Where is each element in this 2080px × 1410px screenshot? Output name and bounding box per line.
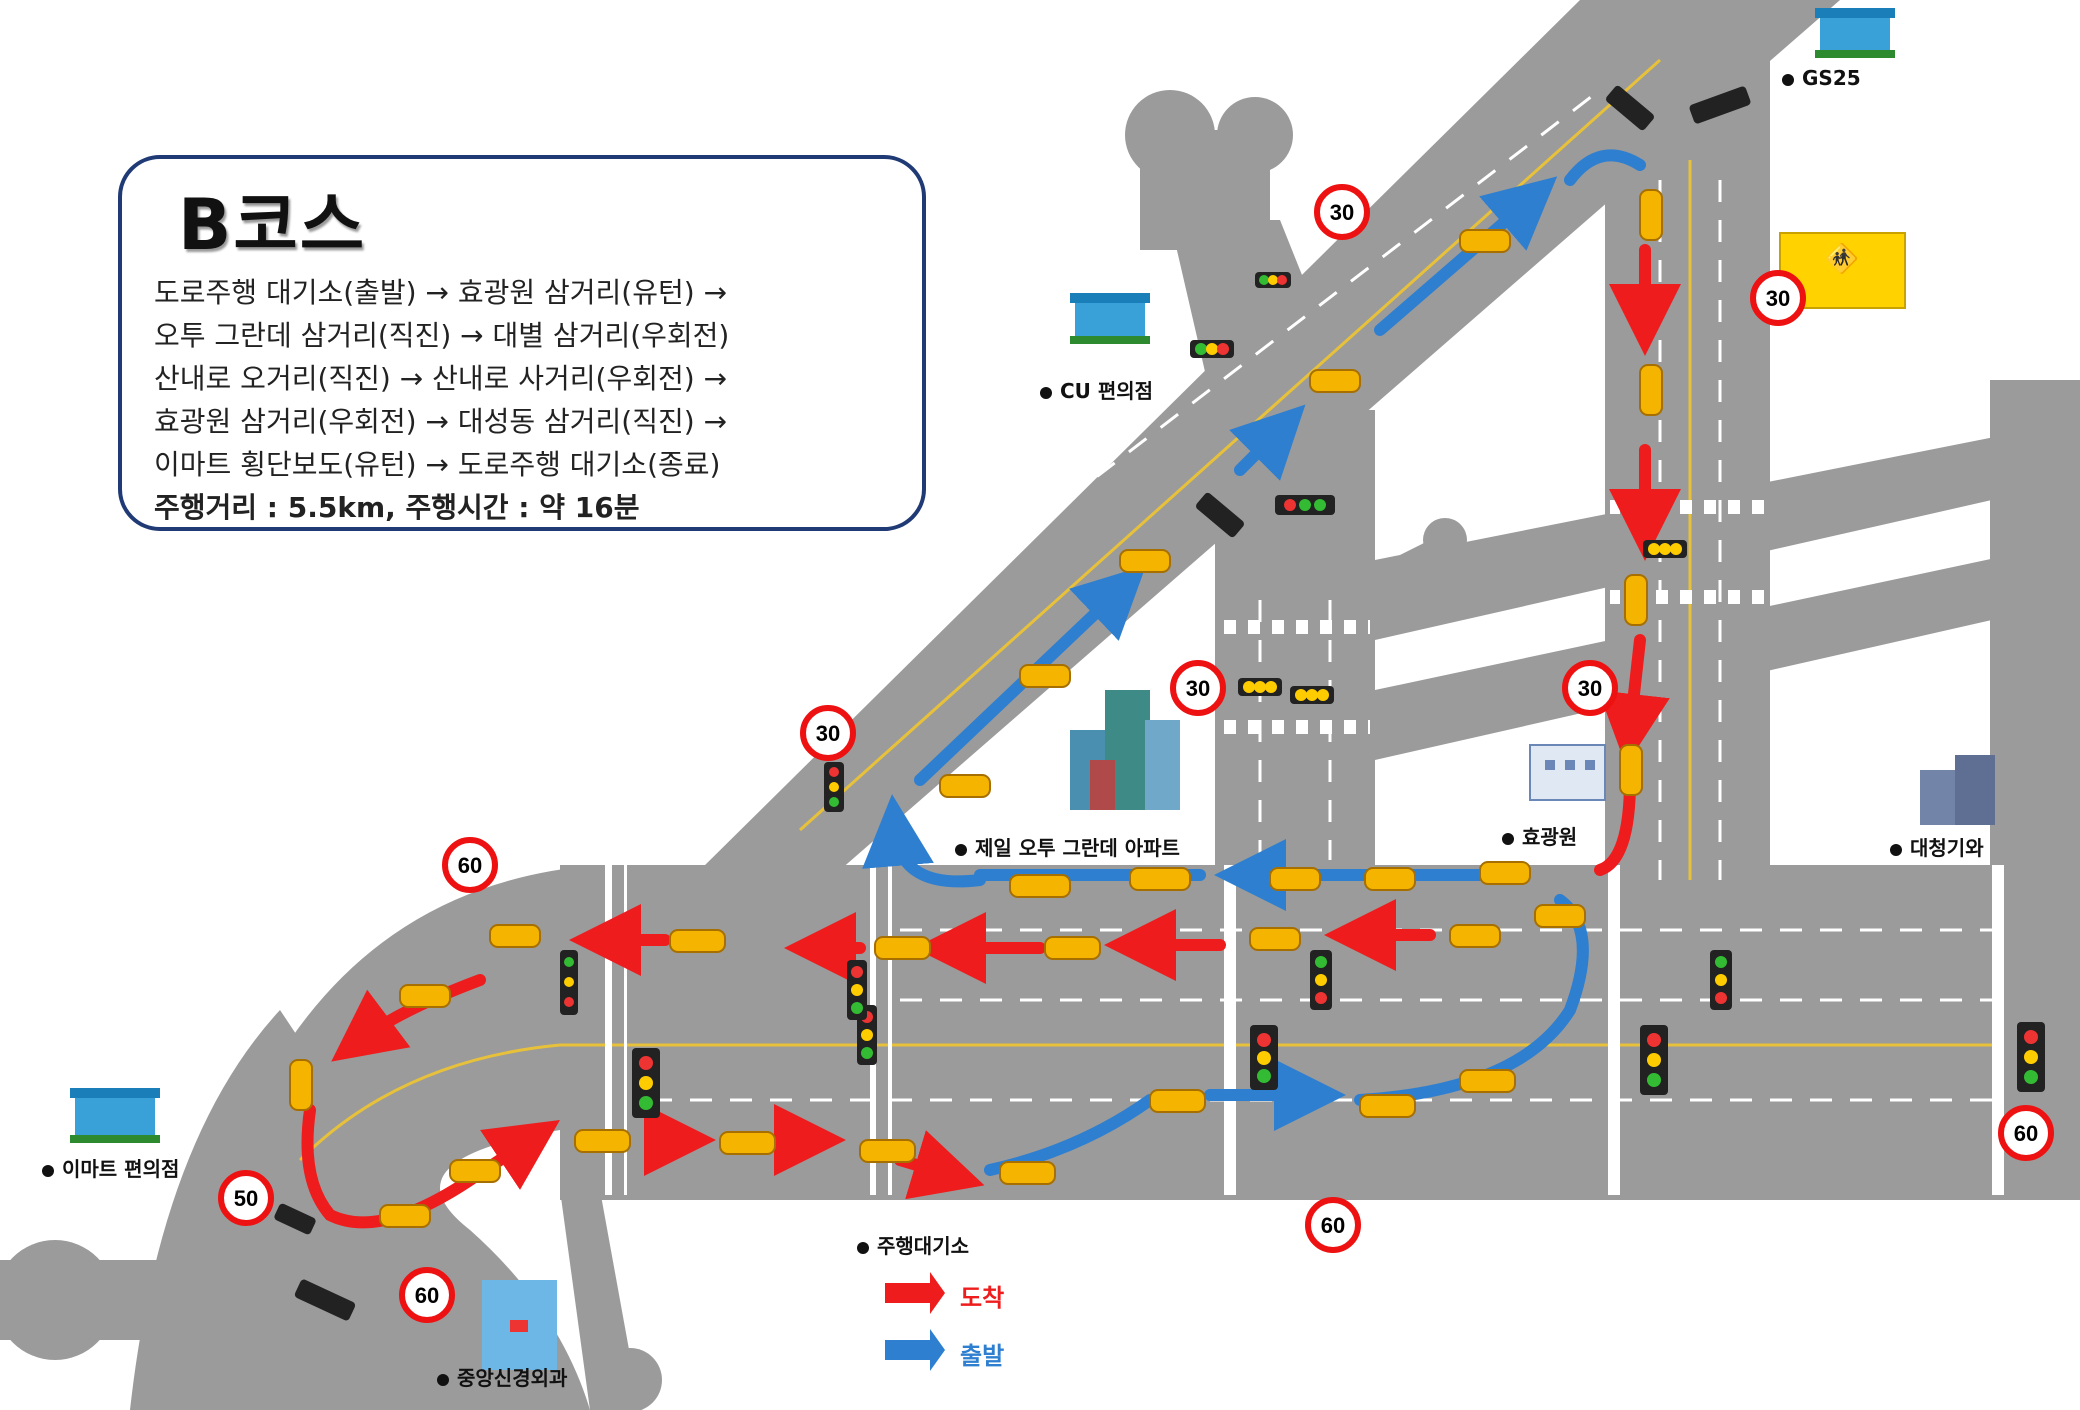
departure-route — [862, 149, 1646, 1176]
traffic-light-icon — [274, 1203, 316, 1235]
speed-limit-sign: 30 — [1314, 184, 1370, 240]
svg-text:30: 30 — [1766, 286, 1790, 311]
arrival-route — [301, 244, 1681, 1229]
bullet-icon — [857, 1241, 869, 1254]
traffic-light-icon — [1606, 85, 1654, 131]
speed-limit-sign: 50 — [218, 1170, 274, 1226]
route-step: 이마트 횡단보도(유턴) → 도로주행 대기소(종료) — [154, 448, 721, 481]
bullet-icon — [437, 1373, 449, 1386]
place-label-cu: CU 편의점 — [1040, 375, 1153, 404]
speed-limit-sign: 60 — [1998, 1105, 2054, 1161]
traffic-light-icon — [1310, 950, 1332, 1010]
speed-limit-sign: 60 — [1305, 1197, 1361, 1253]
route-step: 산내로 오거리(직진) → 산내로 사거리(우회전) → — [154, 362, 728, 395]
place-label-hyogwangwon: 효광원 — [1502, 821, 1577, 850]
course-description-box: B코스 도로주행 대기소(출발) → 효광원 삼거리(유턴) → 오투 그란데 … — [118, 155, 926, 531]
skyscraper-icon — [1070, 690, 1180, 810]
svg-text:30: 30 — [816, 721, 840, 746]
svg-text:🚸: 🚸 — [1825, 242, 1860, 275]
bullet-icon — [955, 843, 967, 856]
svg-text:30: 30 — [1578, 676, 1602, 701]
speed-limit-sign: 30 — [1562, 660, 1618, 716]
road-horizontal-bottom — [560, 865, 2080, 1200]
road-right-upper — [1375, 420, 2080, 640]
svg-text:60: 60 — [415, 1283, 439, 1308]
route-step: 효광원 삼거리(우회전) → 대성동 삼거리(직진) → — [154, 405, 728, 438]
arrival-arrow-icon — [885, 1272, 945, 1314]
traffic-light-icon — [1190, 340, 1234, 358]
svg-text:60: 60 — [2014, 1121, 2038, 1146]
route-summary: 주행거리 : 5.5km, 주행시간 : 약 16분 — [154, 491, 640, 524]
store-icon — [1815, 8, 1895, 58]
building-icons: 🚸 — [70, 8, 1995, 1370]
bullet-icon — [1890, 843, 1902, 856]
svg-text:50: 50 — [234, 1186, 258, 1211]
road-top-stub — [1170, 220, 1360, 480]
place-label-emart: 이마트 편의점 — [42, 1153, 179, 1182]
route-list: 도로주행 대기소(출발) → 효광원 삼거리(유턴) → 오투 그란데 삼거리(… — [154, 271, 729, 529]
traffic-light-icon — [1250, 1025, 1278, 1090]
traffic-light-icon — [847, 960, 867, 1020]
speed-limit-signs: 30 30 30 30 30 60 50 60 60 60 — [218, 184, 2054, 1323]
traffic-light-icon — [1643, 540, 1687, 558]
factory-building-icon — [1920, 755, 1995, 825]
place-label-apartment: 제일 오투 그란데 아파트 — [955, 832, 1180, 861]
traffic-light-icon — [1196, 492, 1244, 538]
bullet-icon — [42, 1164, 54, 1177]
traffic-light-icon — [824, 762, 844, 812]
speed-limit-sign: 60 — [399, 1267, 455, 1323]
course-title: B코스 — [178, 184, 367, 266]
svg-text:60: 60 — [458, 853, 482, 878]
speed-limit-sign: 30 — [800, 705, 856, 761]
svg-text:30: 30 — [1330, 200, 1354, 225]
traffic-lights — [274, 85, 2045, 1321]
store-icon — [1070, 293, 1150, 344]
traffic-light-icon — [560, 950, 578, 1015]
traffic-light-icon — [1275, 495, 1335, 515]
svg-text:60: 60 — [1321, 1213, 1345, 1238]
legend-arrows — [885, 1272, 945, 1371]
traffic-light-icon — [1255, 272, 1291, 288]
bullet-icon — [1040, 386, 1052, 399]
speed-limit-sign: 60 — [442, 837, 498, 893]
store-icon — [70, 1088, 160, 1143]
traffic-light-icon — [632, 1048, 660, 1118]
legend-departure-label: 출발 — [960, 1342, 1005, 1370]
hospital-icon — [482, 1280, 557, 1370]
route-step: 도로주행 대기소(출발) → 효광원 삼거리(유턴) → — [154, 276, 728, 309]
bullet-icon — [1502, 832, 1514, 845]
traffic-light-icon — [1640, 1025, 1668, 1095]
svg-text:30: 30 — [1186, 676, 1210, 701]
place-label-waiting-area: 주행대기소 — [857, 1230, 969, 1259]
legend-arrival-label: 도착 — [960, 1284, 1005, 1312]
place-label-daecheong: 대청기와 — [1890, 832, 1984, 861]
traffic-light-icon — [1689, 86, 1751, 124]
place-label-hospital: 중앙신경외과 — [437, 1362, 567, 1391]
route-step: 오투 그란데 삼거리(직진) → 대별 삼거리(우회전) — [154, 319, 730, 352]
traffic-light-icon — [1290, 686, 1334, 704]
traffic-light-icon — [1710, 950, 1732, 1010]
speed-limit-sign: 30 — [1170, 660, 1226, 716]
departure-arrow-icon — [885, 1329, 945, 1371]
place-label-gs25: GS25 — [1782, 66, 1861, 90]
traffic-light-icon — [2017, 1022, 2045, 1092]
office-building-icon — [1529, 744, 1606, 801]
traffic-light-icon — [294, 1279, 356, 1321]
speed-limit-sign: 30 — [1750, 270, 1806, 326]
road-vertical-mid — [1215, 410, 1375, 910]
traffic-light-icon — [1238, 678, 1282, 696]
road-right-lower — [1375, 540, 2080, 760]
road-left-curve — [180, 865, 600, 1410]
taxi-markers — [289, 189, 1663, 1228]
bullet-icon — [1782, 73, 1794, 86]
